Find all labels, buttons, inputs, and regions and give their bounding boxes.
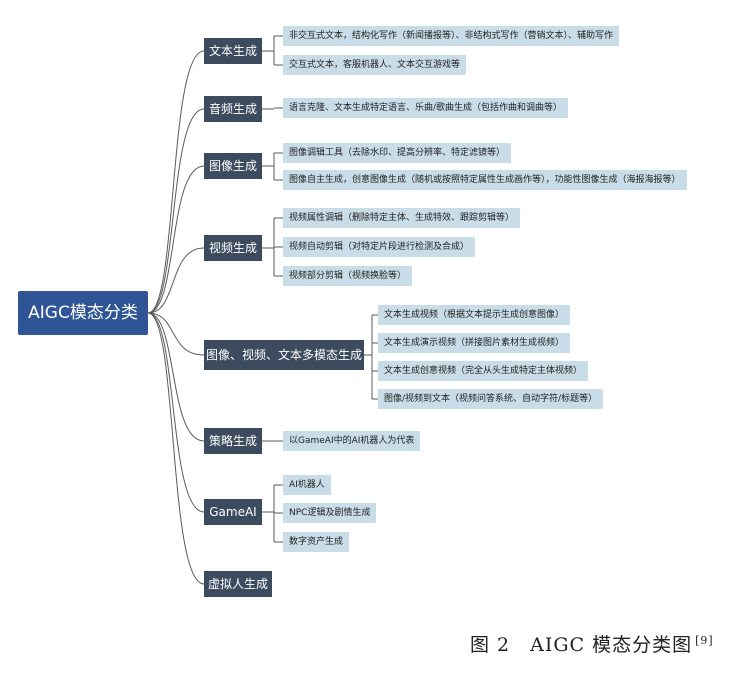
connector-line bbox=[147, 108, 205, 314]
category-audio-generation: 音频生成 bbox=[204, 96, 262, 122]
figure-caption-text: 图 2 AIGC 模态分类图 bbox=[470, 634, 693, 656]
connector-line bbox=[147, 247, 205, 314]
leaf-item: 文本生成演示视频（拼接图片素材生成视频） bbox=[378, 333, 571, 353]
leaf-item: 以GameAI中的AI机器人为代表 bbox=[283, 431, 421, 451]
leaf-item: AI机器人 bbox=[283, 475, 331, 495]
leaf-item: 文本生成视频（根据文本提示生成创意图像） bbox=[378, 305, 571, 325]
leaf-item: NPC逻辑及剧情生成 bbox=[283, 503, 377, 523]
category-multimodal-generation: 图像、视频、文本多模态生成 bbox=[204, 340, 364, 370]
root-node: AIGC模态分类 bbox=[18, 291, 148, 335]
leaf-item: 语言克隆、文本生成特定语言、乐曲/歌曲生成（包括作曲和调曲等） bbox=[283, 98, 569, 118]
leaf-item: 图像/视频到文本（视频问答系统、自动字符/标题等） bbox=[378, 389, 604, 409]
category-image-generation: 图像生成 bbox=[204, 153, 262, 179]
leaf-item: 交互式文本，客服机器人、文本交互游戏等 bbox=[283, 55, 467, 75]
connector-line bbox=[147, 312, 205, 356]
leaf-item: 视频部分剪辑（视频换脸等） bbox=[283, 266, 413, 286]
figure-caption-reference: [9] bbox=[695, 633, 714, 647]
connector-line bbox=[147, 50, 205, 314]
leaf-item: 非交互式文本，结构化写作（新闻播报等）、非结构式写作（营销文本）、辅助写作 bbox=[283, 26, 620, 46]
connector-line bbox=[147, 312, 205, 513]
figure-caption: 图 2 AIGC 模态分类图[9] bbox=[470, 630, 714, 657]
connector-line bbox=[147, 312, 205, 585]
connector-line bbox=[147, 165, 205, 314]
leaf-item: 视频自动剪辑（对特定片段进行检测及合成） bbox=[283, 237, 476, 257]
leaf-item: 视频属性调辑（删除特定主体、生成特效、跟踪剪辑等） bbox=[283, 208, 521, 228]
category-virtual-human-generation: 虚拟人生成 bbox=[204, 571, 272, 597]
leaf-item: 图像自主生成，创意图像生成（随机或按照特定属性生成画作等），功能性图像生成（海报… bbox=[283, 170, 687, 190]
category-strategy-generation: 策略生成 bbox=[204, 428, 262, 454]
leaf-item: 文本生成创意视频（完全从头生成特定主体视频） bbox=[378, 361, 589, 381]
category-video-generation: 视频生成 bbox=[204, 235, 262, 261]
leaf-item: 图像调辑工具（去除水印、提高分辨率、特定滤镜等） bbox=[283, 143, 512, 163]
leaf-item: 数字资产生成 bbox=[283, 532, 350, 552]
category-gameai: GameAI bbox=[204, 499, 262, 525]
connector-line bbox=[147, 312, 205, 442]
category-text-generation: 文本生成 bbox=[204, 38, 262, 64]
